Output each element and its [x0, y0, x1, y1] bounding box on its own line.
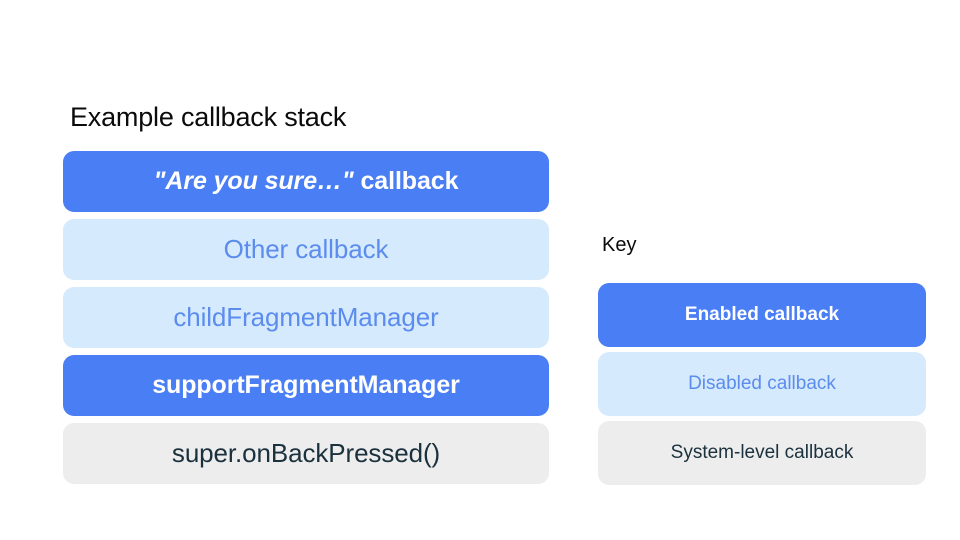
stack-row-label-quoted: "Are you sure…" — [153, 167, 354, 195]
key-title: Key — [602, 234, 637, 256]
key-item-label: Disabled callback — [688, 373, 836, 394]
key-item-label: System-level callback — [670, 442, 854, 463]
key-item-label: Enabled callback — [684, 304, 840, 325]
stack-row-label: "Are you sure…" callback — [154, 167, 459, 196]
stack-row-label: super.onBackPressed() — [171, 438, 441, 468]
stack-row-supportfragmentmanager[interactable]: supportFragmentManager — [63, 355, 549, 416]
key-legend-list: Enabled callback Disabled callback Syste… — [598, 283, 926, 485]
key-item-disabled-callback[interactable]: Disabled callback — [598, 352, 926, 416]
stack-row-childfragmentmanager[interactable]: childFragmentManager — [63, 287, 549, 348]
key-item-enabled-callback[interactable]: Enabled callback — [598, 283, 926, 347]
page-title: Example callback stack — [70, 102, 347, 132]
stack-row-are-you-sure-callback[interactable]: "Are you sure…" callback — [63, 151, 549, 212]
stack-row-other-callback[interactable]: Other callback — [63, 219, 549, 280]
stack-row-label: supportFragmentManager — [152, 371, 460, 399]
callback-stack-section: Example callback stack "Are you sure…" c… — [63, 100, 549, 484]
stack-row-super-onbackpressed[interactable]: super.onBackPressed() — [63, 423, 549, 484]
stack-row-label-plain: callback — [353, 167, 459, 195]
callback-stack-list: "Are you sure…" callback Other callback … — [63, 151, 549, 484]
key-item-system-level-callback[interactable]: System-level callback — [598, 421, 926, 485]
key-legend-section: Key Enabled callback Disabled callback S… — [598, 232, 926, 485]
stack-row-label: childFragmentManager — [173, 302, 439, 332]
stack-row-label: Other callback — [223, 234, 389, 264]
